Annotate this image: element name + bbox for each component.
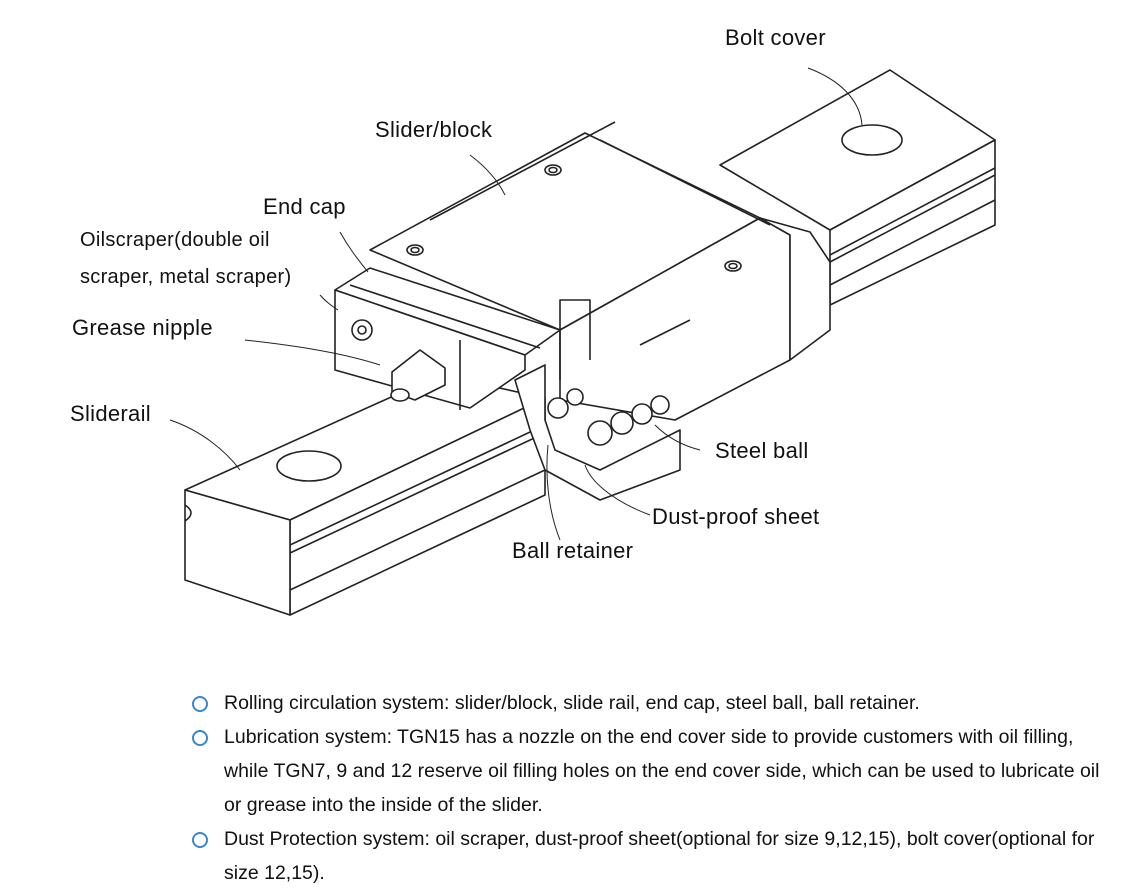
label-grease-nipple: Grease nipple	[72, 315, 213, 340]
cutaway	[514, 299, 691, 501]
list-item: Dust Protection system: oil scraper, dus…	[190, 822, 1120, 890]
list-item: Rolling circulation system: slider/block…	[190, 686, 1120, 720]
bolt-cover-back	[841, 124, 903, 156]
label-end-cap: End cap	[263, 194, 346, 219]
leader-lines	[169, 67, 863, 541]
bullet-text: Rolling circulation system: slider/block…	[224, 692, 920, 714]
label-steel-ball: Steel ball	[715, 438, 809, 463]
rail-front	[184, 374, 546, 616]
steel-balls	[547, 388, 670, 446]
bullet-text: Lubrication system: TGN15 has a nozzle o…	[224, 726, 1100, 816]
bolt-cover-front	[276, 450, 342, 482]
linear-guide-diagram	[169, 67, 996, 616]
mounting-holes	[406, 164, 742, 272]
bullet-ring-icon	[192, 696, 208, 712]
label-bolt-cover: Bolt cover	[725, 25, 826, 50]
label-ball-retainer: Ball retainer	[512, 538, 634, 563]
end-cap-rear	[759, 217, 831, 361]
label-oil-scraper-line1: Oilscraper(double oil	[80, 229, 270, 251]
label-dust-proof-sheet: Dust-proof sheet	[652, 504, 820, 529]
list-item: Lubrication system: TGN15 has a nozzle o…	[190, 720, 1120, 822]
label-sliderail: Sliderail	[70, 401, 151, 426]
bullet-ring-icon	[192, 730, 208, 746]
feature-list: Rolling circulation system: slider/block…	[190, 686, 1120, 890]
bullet-ring-icon	[192, 832, 208, 848]
bullet-text: Dust Protection system: oil scraper, dus…	[224, 828, 1095, 884]
label-oil-scraper-line2: scraper, metal scraper)	[80, 266, 292, 288]
end-cap	[334, 267, 561, 410]
label-slider-block: Slider/block	[375, 117, 493, 142]
grease-nipple-shape	[351, 319, 446, 402]
